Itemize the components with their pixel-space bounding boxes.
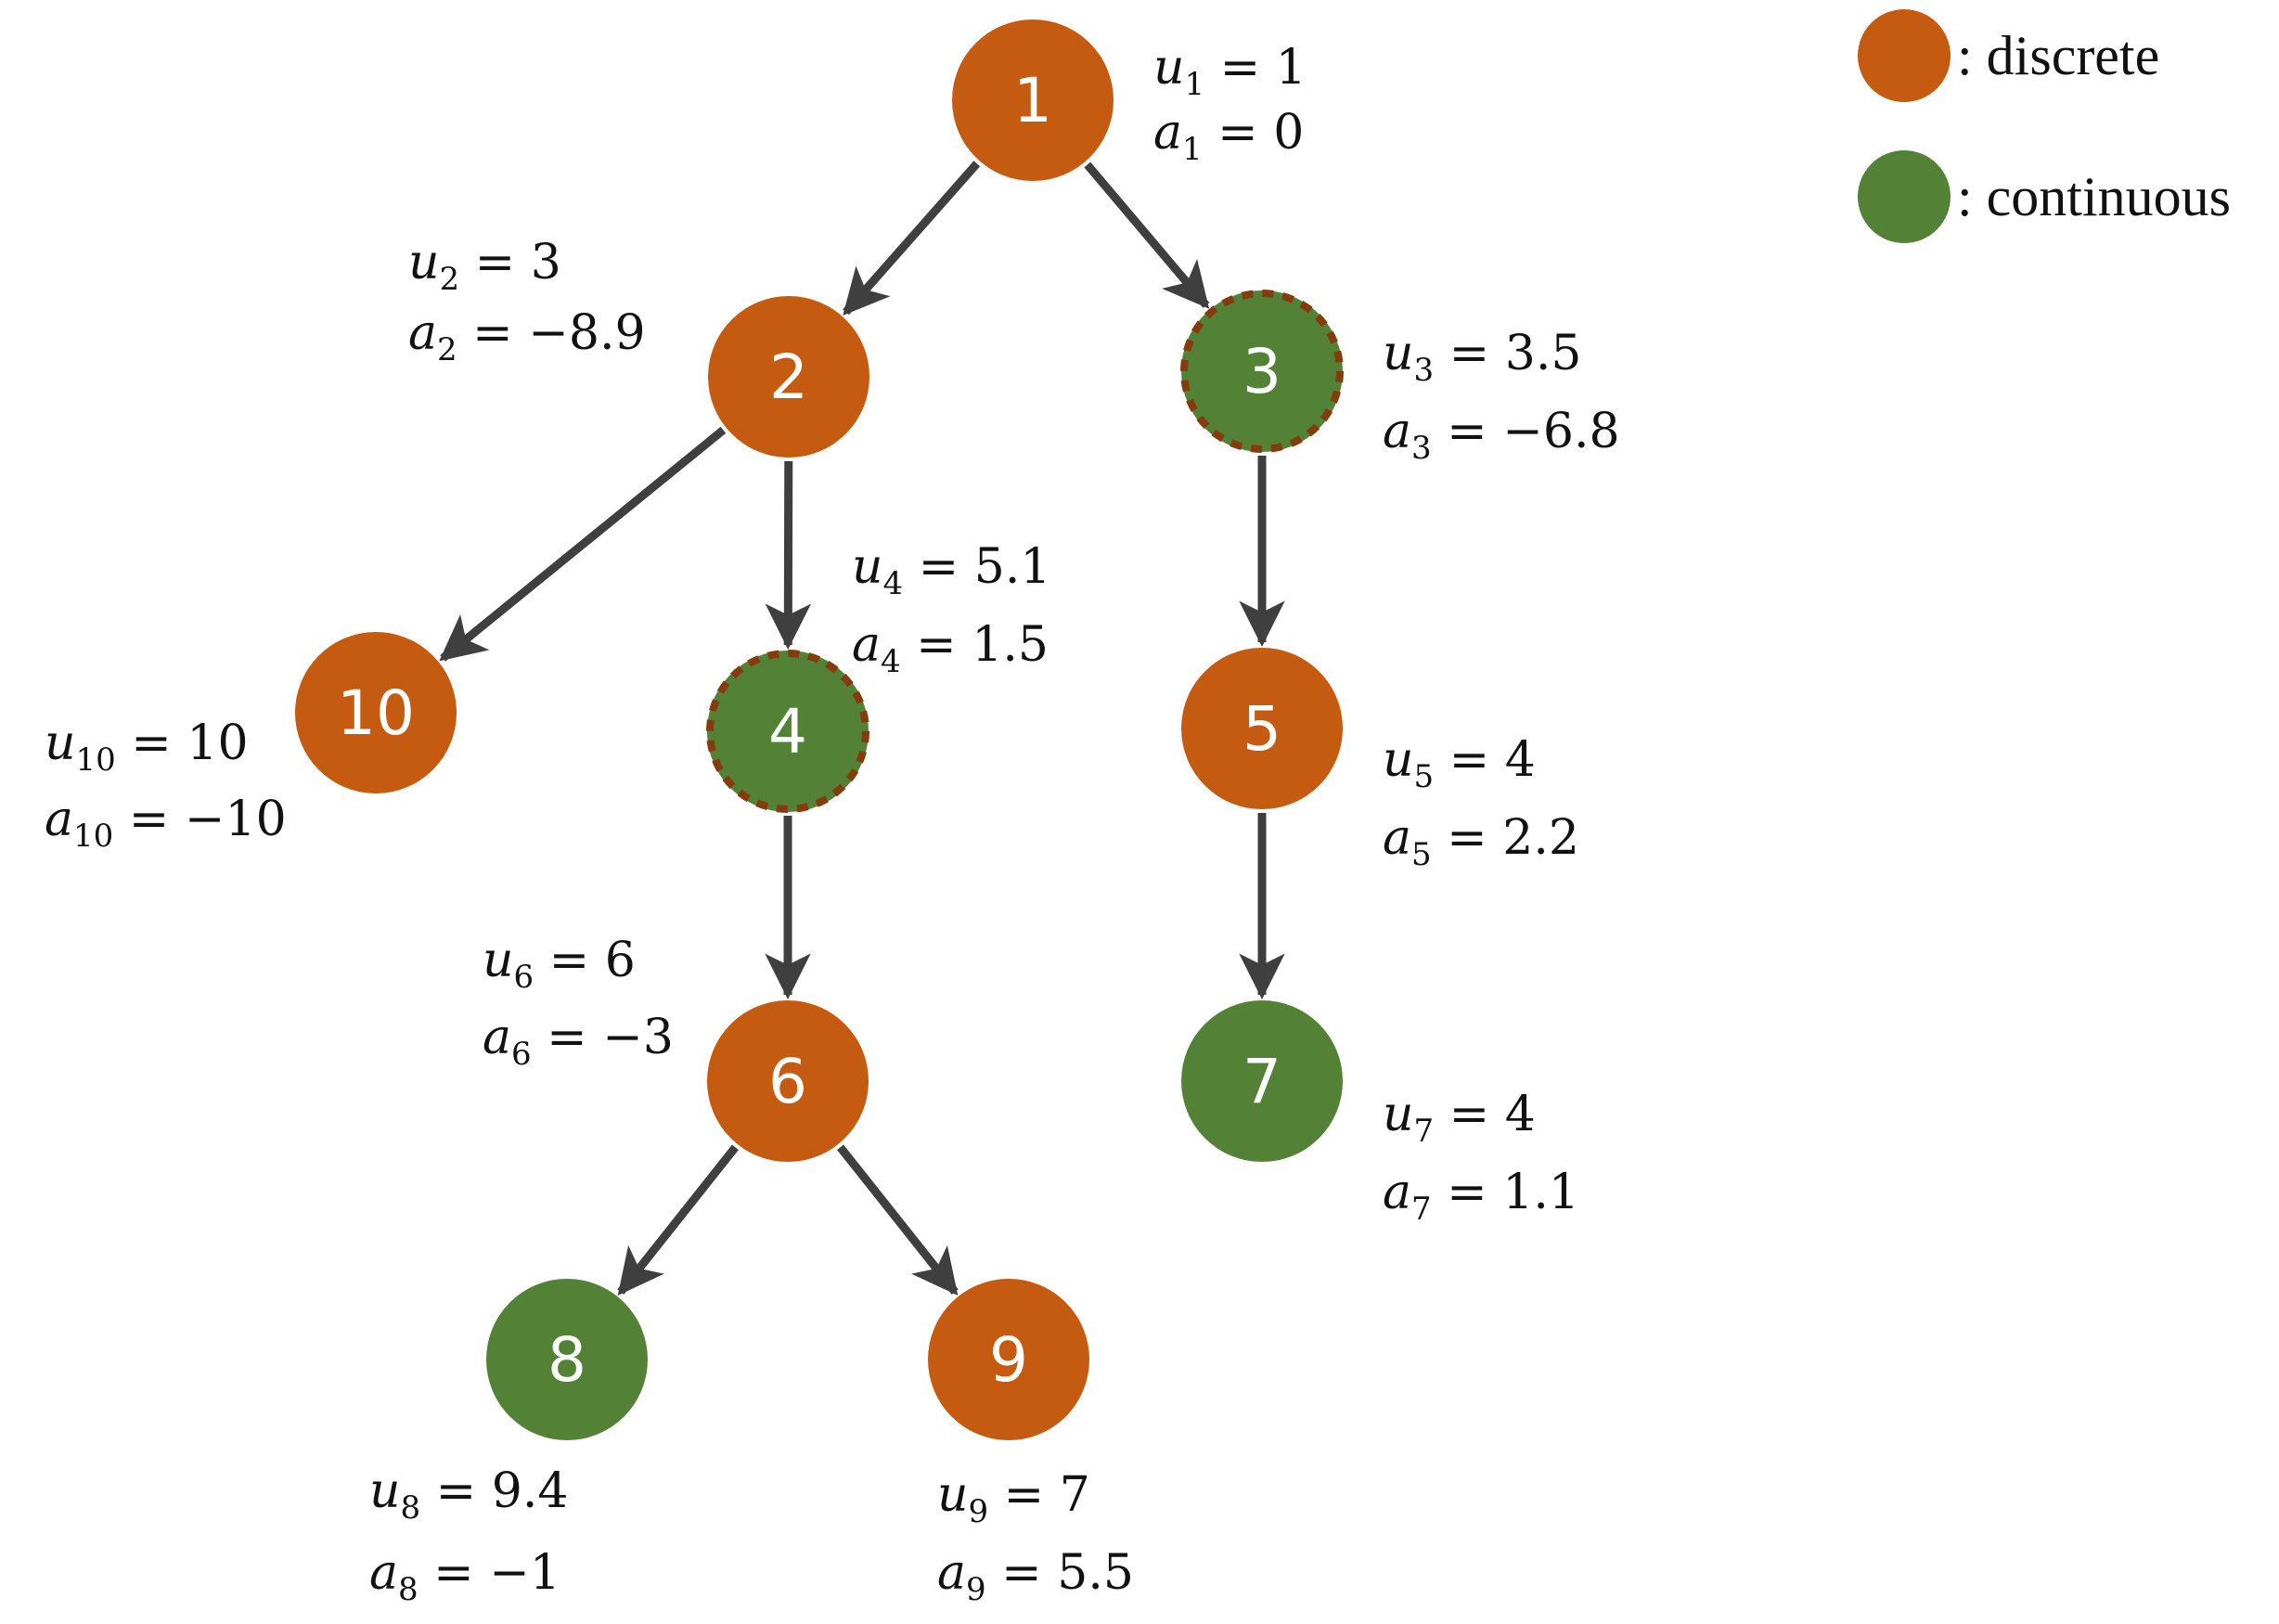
node-10-annotation: u10 = 10 a10 = −10 [45,715,287,855]
legend: : discrete : continuous [1858,9,2231,243]
node-9: 9 [928,1279,1089,1440]
node-4-dashed-border [706,650,869,813]
legend-continuous-swatch [1858,150,1951,243]
node-1-annotation: u1 = 1a1 = 0 [1153,40,1307,168]
node-3-circle [1181,290,1343,452]
nodes: 1 2 3 4 5 6 7 8 9 10 [295,19,1344,1440]
node-6-label: 6 [768,1046,807,1117]
node-3-label: 3 [1243,336,1281,407]
node-7: 7 [1181,1000,1343,1162]
legend-item-continuous: : continuous [1858,150,2231,243]
node-3-annotation: u3 = 3.5 a3 = −6.8 [1383,326,1620,467]
node-9-label: 9 [989,1324,1028,1396]
node-4: 4 [706,650,869,813]
node-10-a-value: a10 = −10 [45,792,287,855]
node-6-a-value: a6 = −3 [483,1010,674,1073]
node-10-circle [295,632,457,793]
node-1-circle [952,19,1114,181]
legend-discrete-swatch [1858,9,1951,102]
node-8-circle [486,1279,648,1440]
node-5-a-value: a5 = 2.2 [1383,810,1579,873]
node-4-circle [707,651,869,812]
node-5-label: 5 [1243,693,1281,765]
node-3: 3 [1180,290,1344,453]
node-1-u-value: u1 = 1 [1153,40,1307,103]
node-annotations: u1 = 1a1 = 0 u2 = 3 a2 = −8.9 u3 = 3.5 a3 = … [45,40,1620,1608]
legend-discrete-label: : discrete [1957,25,2159,86]
node-6-u-value: u6 = 6 [483,933,636,996]
node-7-label: 7 [1243,1046,1281,1117]
node-5-circle [1181,648,1343,809]
node-2-a-value: a2 = −8.9 [408,305,646,368]
edge-6-to-8 [617,1144,739,1296]
node-7-annotation: u7 = 4 a7 = 1.1 [1383,1087,1579,1228]
node-5-u-value: u5 = 4 [1383,732,1536,795]
edges [439,161,1285,1296]
node-3-a-value: a3 = −6.8 [1383,404,1620,467]
node-7-u-value: u7 = 4 [1383,1087,1536,1150]
node-4-annotation: u4 = 5.1 a4 = 1.5 [852,539,1050,680]
node-8-label: 8 [547,1324,586,1396]
node-3-u-value: u3 = 3.5 [1383,326,1581,389]
node-5-annotation: u5 = 4 a5 = 2.2 [1383,732,1579,873]
node-9-u-value: u9 = 7 [937,1467,1090,1530]
node-2-label: 2 [769,342,808,413]
node-10: 10 [295,632,457,793]
node-8-annotation: u8 = 9.4 a8 = −1 [369,1463,568,1608]
node-6: 6 [707,1000,869,1162]
node-9-circle [928,1279,1089,1440]
node-9-a-value: a9 = 5.5 [937,1545,1134,1608]
edge-6-to-9 [837,1144,959,1296]
node-7-a-value: a7 = 1.1 [1383,1165,1579,1228]
node-3-dashed-border [1180,290,1344,453]
node-4-a-value: a4 = 1.5 [852,617,1049,680]
edge-1-to-3 [1084,161,1210,309]
node-7-circle [1181,1000,1343,1162]
node-1-a-value: a1 = 0 [1153,105,1304,168]
edge-1-to-2 [843,161,981,316]
node-2-circle [708,296,869,458]
node-10-u-value: u10 = 10 [45,715,249,779]
legend-item-discrete: : discrete [1858,9,2159,102]
node-8-a-value: a8 = −1 [369,1545,560,1608]
node-9-annotation: u9 = 7 a9 = 5.5 [937,1467,1134,1608]
node-4-u-value: u4 = 5.1 [852,539,1050,602]
node-4-label: 4 [768,696,807,767]
node-2: 2 [708,296,869,458]
node-2-annotation: u2 = 3 a2 = −8.9 [408,235,646,368]
legend-continuous-label: : continuous [1957,166,2231,227]
node-1: 1 [952,19,1114,181]
node-6-circle [707,1000,869,1162]
node-8-u-value: u8 = 9.4 [369,1463,568,1527]
node-5: 5 [1181,648,1343,809]
node-8: 8 [486,1279,648,1440]
node-6-annotation: u6 = 6 a6 = −3 [483,933,674,1073]
node-1-label: 1 [1013,65,1052,136]
edge-2-to-10 [439,426,727,662]
edge-2-to-4 [765,460,812,650]
node-2-u-value: u2 = 3 [408,235,561,298]
node-10-label: 10 [337,677,415,749]
